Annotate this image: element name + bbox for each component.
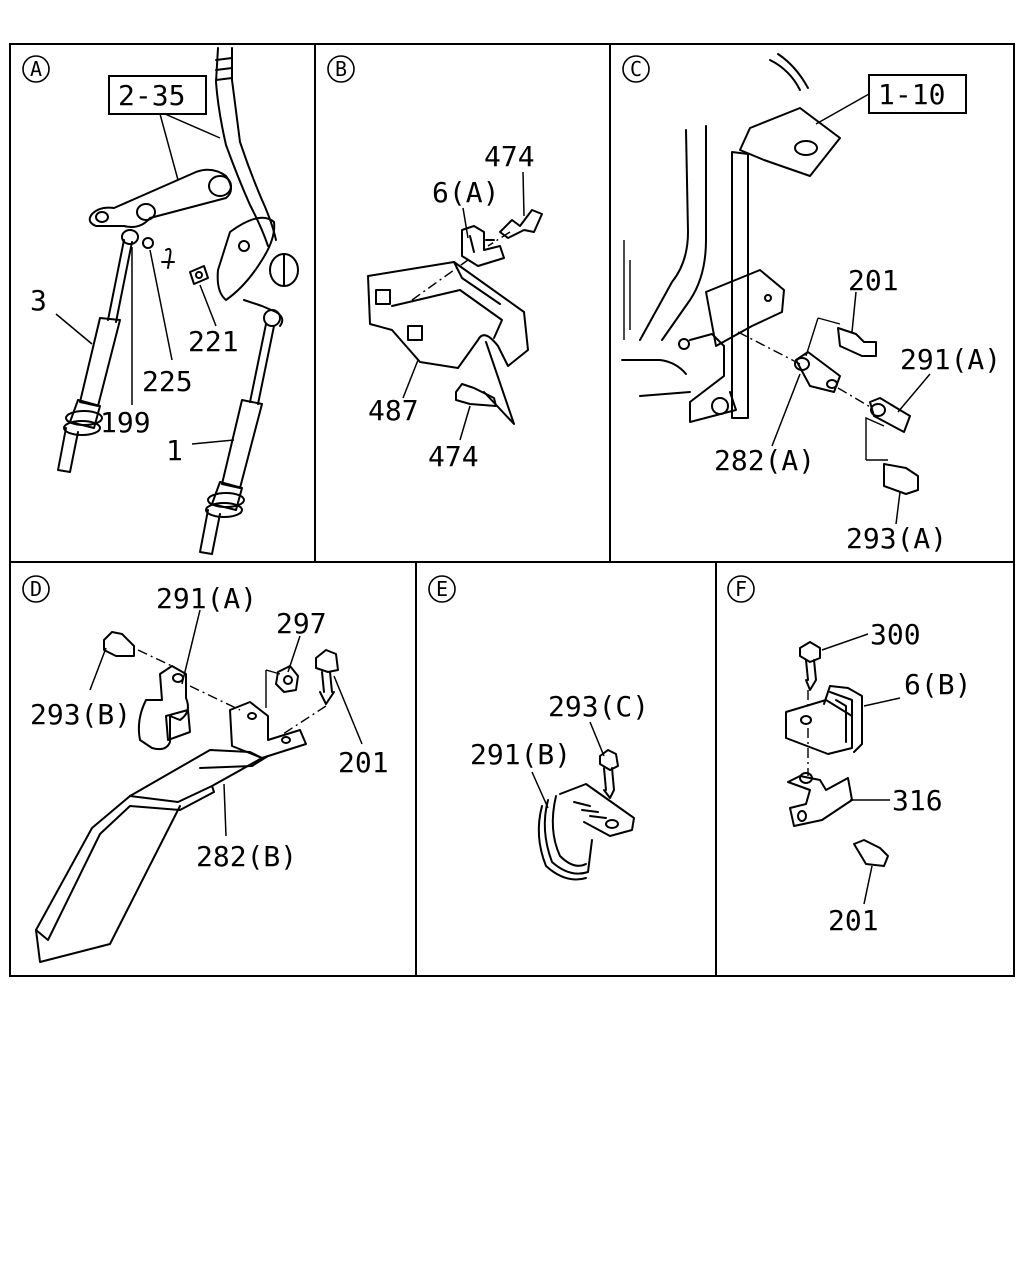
part-label-487: 487 [368,394,419,427]
part-label-297: 297 [276,607,327,640]
panel-b-artwork [367,209,543,425]
panel-badge-b: B [327,55,355,83]
part-label-474-bottom: 474 [428,440,479,473]
part-label-201-f: 201 [828,904,879,937]
panel-badge-d: D [22,575,50,603]
part-label-293c: 293(C) [548,690,649,723]
svg-text:C: C [630,57,642,81]
part-label-282b: 282(B) [196,840,297,873]
panel-c-artwork [621,53,919,495]
part-label-225: 225 [142,365,193,398]
panel-badge-a: A [22,55,50,83]
part-label-291b: 291(B) [470,738,571,771]
part-label-282a: 282(A) [714,444,815,477]
part-label-316: 316 [892,784,943,817]
part-label-293a: 293(A) [846,522,947,555]
panel-f-leaders [821,633,901,905]
panel-badge-f: F [727,575,755,603]
panel-f-artwork [785,641,889,867]
part-label-300: 300 [870,618,921,651]
panel-b-leaders [402,171,525,441]
svg-text:E: E [436,577,448,601]
panel-badge-e: E [428,575,456,603]
part-label-291a-d: 291(A) [156,582,257,615]
svg-text:A: A [30,57,42,81]
panel-d-artwork [35,631,339,963]
part-label-293b: 293(B) [30,698,131,731]
panel-frames [9,43,1015,977]
part-label-201-c: 201 [848,264,899,297]
part-label-221: 221 [188,325,239,358]
panel-e-artwork [537,749,635,881]
part-label-1: 1 [166,434,183,467]
svg-text:B: B [335,57,347,81]
panel-e-leaders [531,721,605,809]
part-label-6a: 6(A) [432,176,499,209]
svg-text:D: D [30,577,42,601]
ref-label-1-10: 1-10 [878,78,945,111]
panel-badge-c: C [622,55,650,83]
part-label-3: 3 [30,284,47,317]
panel-a-leaders [55,75,235,445]
panel-d-leaders [89,609,363,837]
part-label-474-top: 474 [484,140,535,173]
part-label-6b: 6(B) [904,668,971,701]
part-label-291a-c: 291(A) [900,343,1001,376]
panel-c-leaders [771,74,967,525]
panel-a-artwork [57,47,299,555]
svg-text:F: F [735,577,747,601]
part-label-199: 199 [100,406,151,439]
part-label-201-d: 201 [338,746,389,779]
ref-label-2-35: 2-35 [118,79,185,112]
